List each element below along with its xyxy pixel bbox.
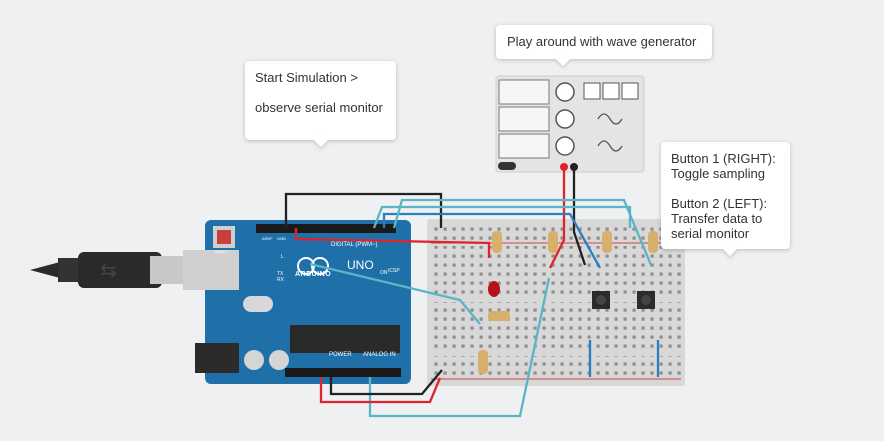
arduino-model-label: UNO bbox=[347, 258, 374, 272]
tx-led-label: TX bbox=[277, 271, 284, 277]
rx-led-label: RX bbox=[277, 277, 284, 283]
wires[interactable] bbox=[284, 167, 660, 418]
gnd-pin-label: GND bbox=[277, 236, 286, 241]
simulation-tooltip: Start Simulation > observe serial monito… bbox=[245, 61, 396, 148]
resistors[interactable] bbox=[478, 231, 658, 374]
red-led[interactable] bbox=[488, 281, 500, 297]
simulation-tooltip-line1: Start Simulation > bbox=[255, 70, 358, 85]
arduino-uno-board[interactable] bbox=[183, 220, 411, 384]
power-pins-label: POWER bbox=[329, 352, 352, 358]
button1-tooltip-line1: Button 1 (RIGHT): bbox=[671, 151, 776, 166]
button1-tooltip-line2: Toggle sampling bbox=[671, 166, 765, 181]
buttons-tooltip: Button 1 (RIGHT): Toggle sampling Button… bbox=[661, 142, 790, 257]
on-led-label: ON bbox=[380, 270, 388, 276]
reset-button-label: RESET bbox=[214, 249, 228, 254]
button2-tooltip-line3: serial monitor bbox=[671, 226, 750, 241]
icsp-label: ICSP bbox=[388, 268, 400, 274]
function-generator[interactable] bbox=[495, 75, 645, 173]
arduino-brand-label: ARDUINO bbox=[295, 271, 332, 278]
digital-pins-label: DIGITAL (PWM~) bbox=[331, 242, 378, 248]
simulation-tooltip-line2: observe serial monitor bbox=[255, 100, 383, 115]
button2-tooltip-line2: Transfer data to bbox=[671, 211, 763, 226]
l-led-label: L bbox=[281, 254, 284, 260]
wave-generator-tooltip-text: Play around with wave generator bbox=[507, 34, 697, 49]
wave-generator-tooltip: Play around with wave generator bbox=[496, 25, 712, 67]
push-buttons[interactable] bbox=[592, 291, 655, 309]
aref-pin-label: AREF bbox=[262, 236, 273, 241]
svg-text:⇆: ⇆ bbox=[100, 258, 117, 282]
button2-tooltip-line1: Button 2 (LEFT): bbox=[671, 196, 768, 211]
analog-pins-label: ANALOG IN bbox=[363, 352, 396, 358]
